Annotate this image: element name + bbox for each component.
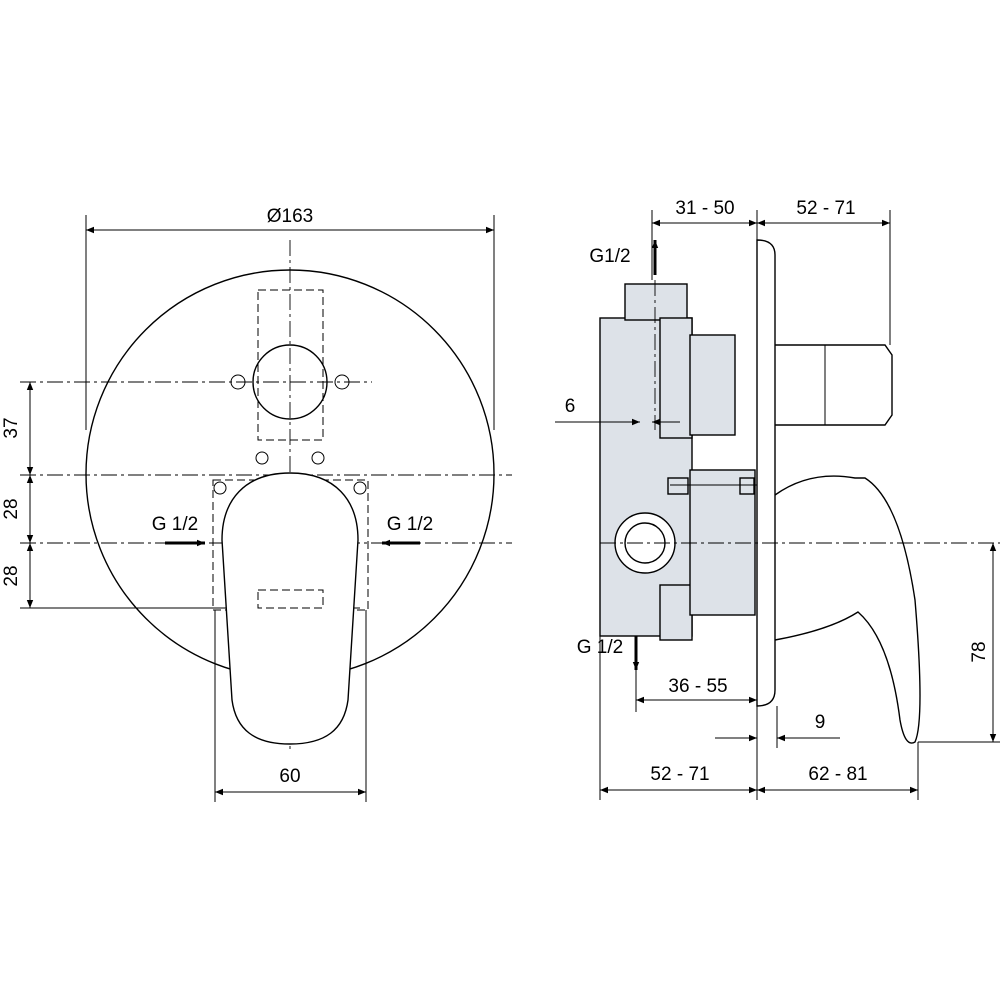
- mounting-hole: [230, 374, 246, 390]
- dim-9: 9: [815, 712, 826, 733]
- mounting-hole: [255, 451, 269, 465]
- inlet-right-label: G 1/2: [387, 514, 433, 535]
- width-label: 60: [279, 766, 300, 787]
- body-flange-upper: [659, 317, 693, 439]
- dim-52-71-bottom: 52 - 71: [650, 764, 709, 785]
- dim-28-upper: 28: [1, 498, 22, 519]
- mixer-cartridge: [689, 469, 756, 616]
- dim-28-lower: 28: [1, 565, 22, 586]
- dim-52-71-top: 52 - 71: [796, 198, 855, 219]
- side-lever-handle: [774, 475, 921, 744]
- shower-outlet: [775, 344, 893, 426]
- diameter-label: Ø163: [267, 206, 313, 227]
- front-view: Ø163 37 28 28 60 G 1/2 G 1/2: [1, 206, 512, 802]
- diverter-hole: [252, 344, 328, 420]
- inlet-left-label: G 1/2: [152, 514, 198, 535]
- diverter-cartridge: [689, 334, 736, 436]
- dim-6: 6: [565, 396, 576, 417]
- mounting-hole: [334, 374, 350, 390]
- dim-78: 78: [969, 641, 990, 662]
- rod-nut: [739, 477, 755, 495]
- side-view: 31 - 50 52 - 71 G1/2 G 1/2 6 36 - 55 9 5…: [555, 198, 1000, 800]
- body-top-connector: [624, 283, 688, 321]
- outlet-top-label: G1/2: [589, 246, 630, 267]
- dim-36-55: 36 - 55: [668, 676, 727, 697]
- mounting-hole: [213, 481, 227, 495]
- diverter-housing-outline: [257, 289, 324, 441]
- dim-37: 37: [1, 417, 22, 438]
- handle-hidden-detail: [257, 589, 324, 609]
- wall-plate: [756, 239, 776, 707]
- mounting-hole: [353, 481, 367, 495]
- dim-31-50: 31 - 50: [675, 198, 734, 219]
- body-flange-lower: [659, 584, 693, 641]
- dim-62-81: 62 - 81: [808, 764, 867, 785]
- mounting-hole: [311, 451, 325, 465]
- rod-nut: [667, 477, 689, 495]
